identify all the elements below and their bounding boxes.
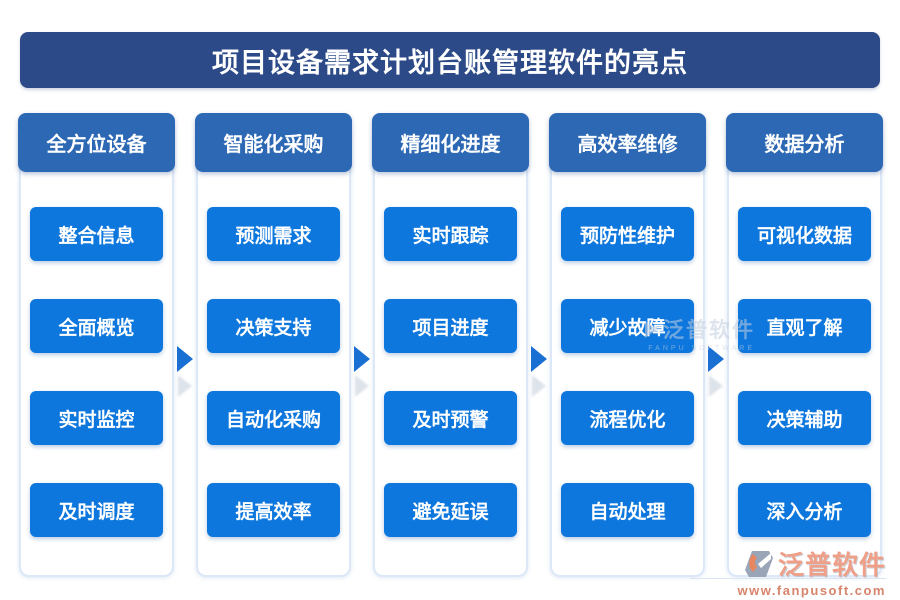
column-header: 全方位设备 (18, 113, 175, 172)
feature-item: 直观了解 (738, 299, 871, 353)
arrow-reflection-icon (355, 375, 369, 397)
feature-item: 决策辅助 (738, 391, 871, 445)
feature-item: 自动化采购 (207, 391, 340, 445)
feature-item: 流程优化 (561, 391, 694, 445)
feature-item: 避免延误 (384, 483, 517, 537)
feature-item: 自动处理 (561, 483, 694, 537)
arrow-reflection-icon (178, 375, 192, 397)
arrow-right-icon (708, 346, 724, 372)
column-header: 精细化进度 (372, 113, 529, 172)
column-procurement: 智能化采购 预测需求 决策支持 自动化采购 提高效率 (195, 113, 352, 577)
feature-item: 预防性维护 (561, 207, 694, 261)
column-maintenance: 高效率维修 预防性维护 减少故障 流程优化 自动处理 (549, 113, 706, 577)
arrow-reflection-icon (532, 375, 546, 397)
column-progress: 精细化进度 实时跟踪 项目进度 及时预警 避免延误 (372, 113, 529, 577)
column-header: 智能化采购 (195, 113, 352, 172)
arrow-right-icon (531, 346, 547, 372)
column-equipment: 全方位设备 整合信息 全面概览 实时监控 及时调度 (18, 113, 175, 577)
fanpu-logo-icon (744, 550, 773, 577)
arrow-right-icon (177, 346, 193, 372)
feature-item: 提高效率 (207, 483, 340, 537)
feature-item: 实时监控 (30, 391, 163, 445)
arrow-right-icon (354, 346, 370, 372)
column-header: 数据分析 (726, 113, 883, 172)
feature-item: 决策支持 (207, 299, 340, 353)
feature-item: 及时调度 (30, 483, 163, 537)
feature-item: 深入分析 (738, 483, 871, 537)
feature-item: 全面概览 (30, 299, 163, 353)
feature-item: 实时跟踪 (384, 207, 517, 261)
footer-brand-logo: 泛普软件 www.fanpusoft.com (737, 545, 886, 598)
feature-item: 减少故障 (561, 299, 694, 353)
arrow-reflection-icon (709, 375, 723, 397)
column-header: 高效率维修 (549, 113, 706, 172)
feature-item: 预测需求 (207, 207, 340, 261)
footer-url: www.fanpusoft.com (737, 583, 886, 598)
footer-brand-name: 泛普软件 (777, 550, 886, 580)
feature-item: 整合信息 (30, 207, 163, 261)
feature-item: 项目进度 (384, 299, 517, 353)
column-analytics: 数据分析 可视化数据 直观了解 决策辅助 深入分析 (726, 113, 883, 577)
footer-divider (690, 578, 886, 579)
page-title: 项目设备需求计划台账管理软件的亮点 (20, 32, 880, 88)
feature-item: 可视化数据 (738, 207, 871, 261)
feature-item: 及时预警 (384, 391, 517, 445)
